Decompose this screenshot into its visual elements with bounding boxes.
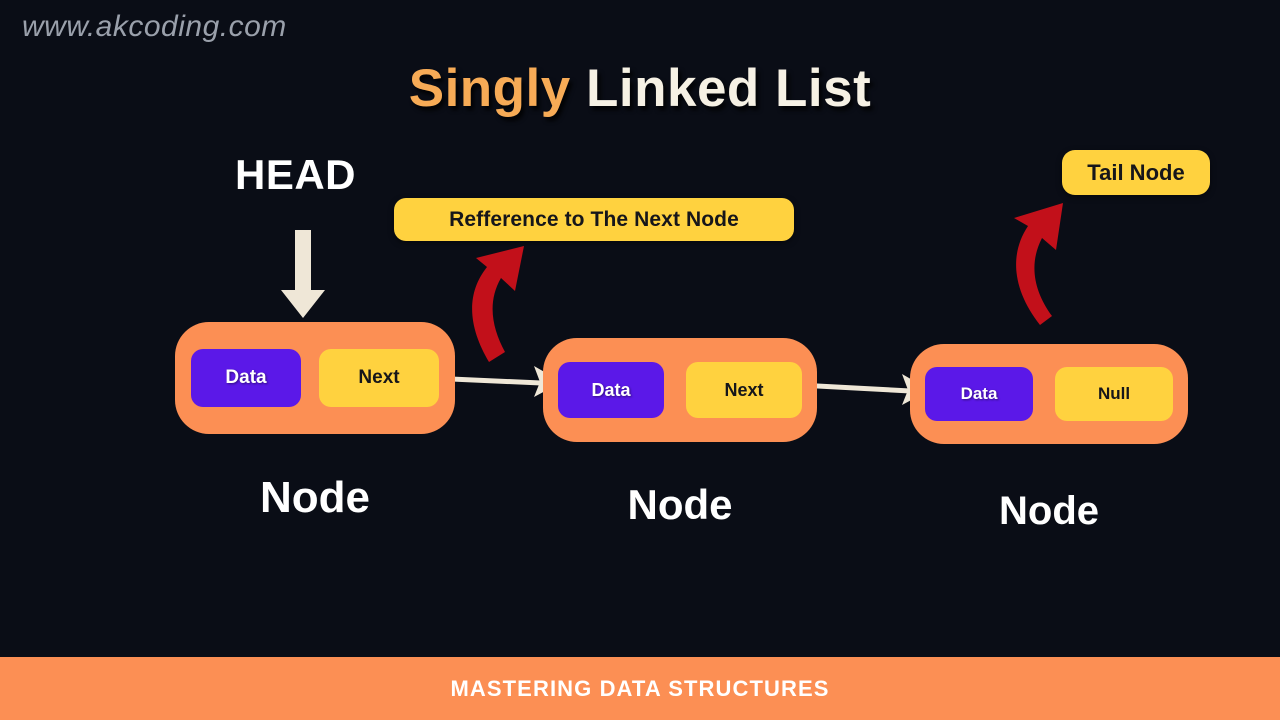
title-plain-words: Linked List	[586, 59, 872, 118]
page-title: Singly Linked List	[0, 58, 1280, 119]
head-down-arrow	[281, 230, 325, 318]
head-label: HEAD	[235, 151, 357, 198]
node-3-data-cell[interactable]: Data	[925, 367, 1033, 421]
reference-red-curved-arrow	[472, 246, 524, 362]
node-1-data-cell[interactable]: Data	[191, 349, 301, 407]
linked-list-node-3[interactable]: Data Null	[910, 344, 1188, 444]
node-1-caption: Node	[260, 473, 370, 522]
footer-banner: MASTERING DATA STRUCTURES	[0, 657, 1280, 720]
node-2-next-cell[interactable]: Next	[686, 362, 802, 418]
tail-node-callout-pill: Tail Node	[1062, 150, 1210, 195]
node-2-data-cell[interactable]: Data	[558, 362, 664, 418]
node-3-null-cell[interactable]: Null	[1055, 367, 1173, 421]
node-3-caption: Node	[999, 489, 1099, 533]
title-accent-word: Singly	[408, 59, 586, 118]
site-watermark: www.akcoding.com	[22, 10, 287, 43]
footer-text: MASTERING DATA STRUCTURES	[450, 675, 830, 701]
node-2-caption: Node	[627, 481, 733, 528]
reference-callout-pill: Refference to The Next Node	[394, 198, 794, 241]
tail-red-curved-arrow	[1014, 203, 1063, 325]
linked-list-node-2[interactable]: Data Next	[543, 338, 817, 442]
linked-list-node-1[interactable]: Data Next	[175, 322, 455, 434]
node-1-next-cell[interactable]: Next	[319, 349, 439, 407]
